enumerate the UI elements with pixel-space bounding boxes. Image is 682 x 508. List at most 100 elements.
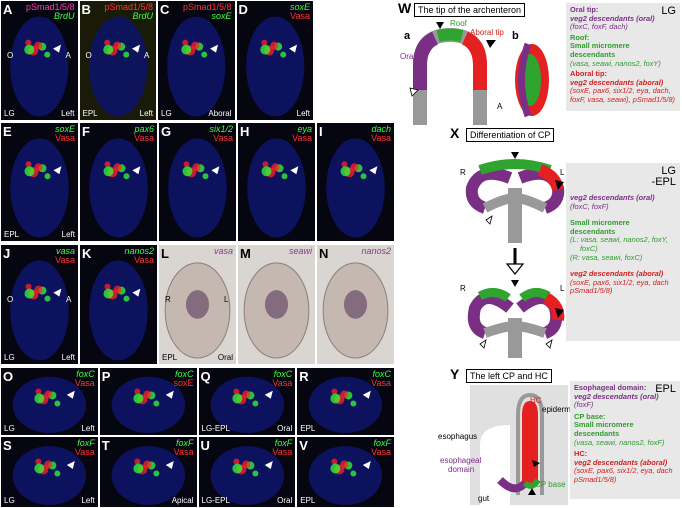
panel-x-label: X (450, 125, 460, 141)
micrograph-image-f (89, 138, 148, 238)
y-hc-desc: veg2 descendants (aboral) (574, 457, 668, 467)
y-epidermis-label: epidermis (542, 405, 577, 414)
stage-label-l: EPL (162, 353, 178, 362)
y-diagram (470, 385, 568, 505)
w-oral-tip-label: Oral tip (400, 52, 426, 61)
x-r2-label: R (460, 284, 466, 293)
marker-e-0: soxE (54, 124, 75, 134)
y-legend-box: EPL Esophageal domain: veg2 descendants … (570, 381, 680, 499)
panel-label-m: M (240, 246, 251, 261)
x-oral-genes: (foxC, foxF) (570, 201, 609, 211)
stage-label-v: EPL (300, 496, 316, 505)
y-cp-genes: (vasa, seawi, nanos2, foxF) (574, 437, 665, 447)
micrograph-image-o (12, 376, 87, 433)
axis-label-j-1: A (66, 294, 72, 304)
w-legend-box: LG Oral tip: veg2 descendants (oral) (fo… (566, 3, 680, 111)
x-small-genes-1: (L: vasa, seawi, nanos2, foxY, (570, 235, 668, 245)
y-cp-base-label: CP base (535, 480, 566, 489)
stage-label-a: LG (4, 109, 15, 118)
stage-label-c: LG (161, 109, 172, 118)
y-hc-genes-1: (soxE, pax6, six1/2, eya, dach (574, 466, 673, 476)
marker-u-1: Vasa (272, 447, 293, 457)
x-small-genes-2: foxC) (580, 243, 598, 253)
x-small-genes-3: (R: vasa, seawi, foxC) (570, 252, 643, 262)
panel-label-h: H (240, 124, 250, 139)
w-diagram (409, 22, 549, 125)
panel-label-p: P (101, 369, 111, 384)
marker-q-1: Vasa (272, 378, 293, 388)
y-cp-title: CP base: (574, 411, 606, 421)
marker-g-1: Vasa (213, 133, 233, 143)
w-aboral-title: Aboral tip: (570, 69, 607, 79)
x-l2-label: L (560, 284, 565, 293)
micrograph-image-q (210, 376, 284, 433)
micrograph-image-u (210, 446, 284, 505)
marker-u-0: foxF (274, 438, 293, 448)
stage-label-e: EPL (4, 230, 20, 239)
marker-legend-l: vasa (214, 247, 233, 256)
w-aboral-desc: veg2 descendants (aboral) (570, 77, 664, 87)
marker-h-1: Vasa (292, 133, 312, 143)
x-l1-label: L (560, 168, 565, 177)
x-aboral-desc: veg2 descendants (aboral) (570, 269, 664, 279)
panel-label-l: L (161, 246, 169, 261)
marker-v-0: foxF (373, 438, 391, 448)
micrograph-image-p (111, 376, 185, 433)
y-eso-genes: (foxF) (574, 400, 594, 410)
y-hc-label: HC (530, 396, 542, 405)
axis-label-a-1: A (65, 50, 71, 60)
x-small-desc: Small micromere descendants (570, 218, 630, 236)
w-sub-a: a (404, 30, 411, 42)
view-label-e: Left (61, 230, 75, 239)
view-label-a: Left (61, 109, 75, 118)
marker-r-1: Vasa (371, 378, 391, 388)
micrograph-image-r (308, 376, 383, 433)
w-oral-genes: (foxC, foxF, dach) (570, 22, 628, 32)
panel-y-label: Y (450, 366, 460, 382)
y-eso-title: Esophageal domain: (574, 383, 647, 392)
view-label-d: Left (296, 109, 310, 118)
marker-k-0: nanos2 (124, 246, 154, 256)
w-oral-desc: veg2 descendants (oral) (570, 13, 655, 23)
w-roof-desc: Small micromere descendants (570, 41, 630, 59)
panel-y-header: The left CP and HC (466, 369, 552, 383)
panel-label-c: C (160, 2, 170, 17)
marker-v-1: Vasa (371, 447, 391, 457)
panel-label-j: J (3, 246, 11, 261)
view-label-b: Left (139, 109, 153, 118)
x-legend-box: LG-EPL veg2 descendants (oral) (foxC, fo… (566, 163, 680, 341)
micrograph-image-d (245, 16, 304, 117)
panel-label-t: T (101, 438, 110, 453)
view-label-s: Left (81, 496, 95, 505)
panel-label-f: F (82, 124, 90, 139)
micrograph-image-n (322, 262, 389, 359)
y-esophageal-2: domain (448, 465, 475, 474)
marker-f-0: pax6 (134, 124, 154, 134)
y-esophagus-label: esophagus (438, 432, 478, 441)
y-cp-desc: Small micromere descendants (574, 420, 634, 438)
panel-label-a: A (3, 2, 13, 17)
panel-label-n: N (319, 246, 329, 261)
panel-x-header: Differentiation of CP (466, 128, 555, 142)
marker-b-0: pSmad1/5/8 (104, 2, 153, 12)
marker-p-0: foxC (174, 369, 194, 379)
micrograph-image-c (167, 16, 226, 117)
marker-r-0: foxC (372, 369, 391, 379)
